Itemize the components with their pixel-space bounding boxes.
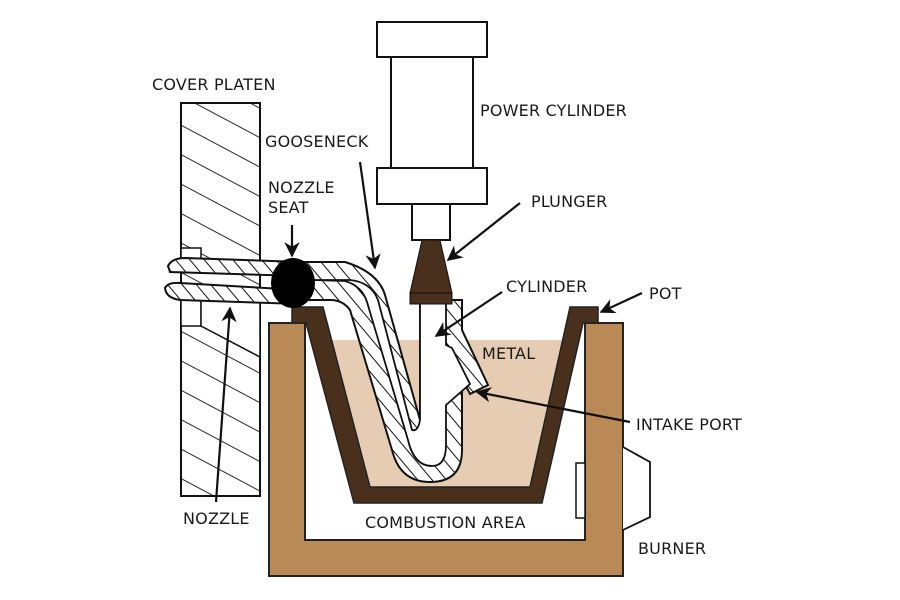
- label-pot: POT: [649, 284, 682, 303]
- label-cover-platen: COVER PLATEN: [152, 75, 276, 94]
- nozzle: [163, 256, 301, 306]
- arrow-plunger: [446, 202, 521, 261]
- label-metal: METAL: [482, 344, 535, 363]
- gooseneck: [299, 261, 490, 484]
- pot: [291, 306, 599, 504]
- label-nozzle-seat-line1: NOZZLE: [268, 178, 335, 197]
- label-plunger: PLUNGER: [531, 192, 607, 211]
- plunger: [409, 239, 453, 305]
- label-gooseneck: GOOSENECK: [265, 132, 369, 151]
- arrow-cylinder: [434, 291, 503, 337]
- label-nozzle-seat-line2: SEAT: [268, 198, 309, 217]
- label-combustion-area: COMBUSTION AREA: [365, 513, 526, 532]
- arrow-intake-port: [475, 387, 631, 424]
- arrow-pot: [599, 292, 643, 314]
- arrow-nozzle: [214, 306, 237, 503]
- leader-arrows: [214, 161, 643, 503]
- label-intake-port: INTAKE PORT: [636, 415, 742, 434]
- nozzle-seat: [271, 258, 315, 308]
- burner: [575, 446, 651, 531]
- label-burner: BURNER: [638, 539, 706, 558]
- label-nozzle: NOZZLE: [183, 509, 250, 528]
- label-cylinder: CYLINDER: [506, 277, 587, 296]
- label-power-cylinder: POWER CYLINDER: [480, 101, 627, 120]
- power-cylinder: [376, 21, 488, 241]
- arrow-gooseneck: [358, 161, 381, 270]
